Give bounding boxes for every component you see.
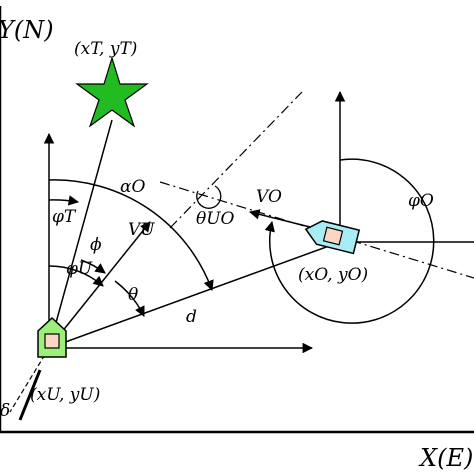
obstacle-vessel-icon (304, 220, 361, 255)
unmanned-coord-label: (xU, yU) (30, 385, 100, 405)
x-axis-label: X(E) (418, 444, 473, 472)
rudder-line (18, 369, 42, 421)
target-star-icon (75, 55, 149, 128)
delta-line (9, 347, 50, 413)
v-o-label: VO (256, 187, 282, 207)
y-axis-label: Y(N) (0, 16, 54, 44)
phi-t-label: φT (52, 207, 77, 227)
distance-label: d (186, 307, 197, 327)
theta-uo-label: θUO (196, 209, 235, 229)
phi-u-arc (48, 265, 104, 287)
delta-label: δ (0, 401, 10, 421)
unmanned-vessel-icon (37, 316, 67, 358)
phi-label: ϕ (90, 235, 102, 255)
theta-arc (114, 280, 145, 317)
target-coord-label: (xT, yT) (74, 39, 137, 59)
obstacle-coord-label: (xO, yO) (298, 265, 368, 285)
theta-uo-arc (196, 185, 222, 209)
phi-u-label: φU (66, 259, 93, 279)
phi-o-arc (264, 158, 435, 324)
phi-o-label: φO (408, 191, 434, 211)
theta-label: θ (128, 285, 138, 305)
phi-t-arc (48, 195, 80, 206)
alpha-o-arc (48, 179, 214, 291)
phi-arc (80, 259, 106, 274)
v-u-label: VU (128, 220, 155, 240)
distance-line (48, 241, 341, 349)
collision-line (169, 91, 303, 229)
target-line (48, 119, 113, 349)
alpha-o-label: αO (120, 177, 145, 197)
